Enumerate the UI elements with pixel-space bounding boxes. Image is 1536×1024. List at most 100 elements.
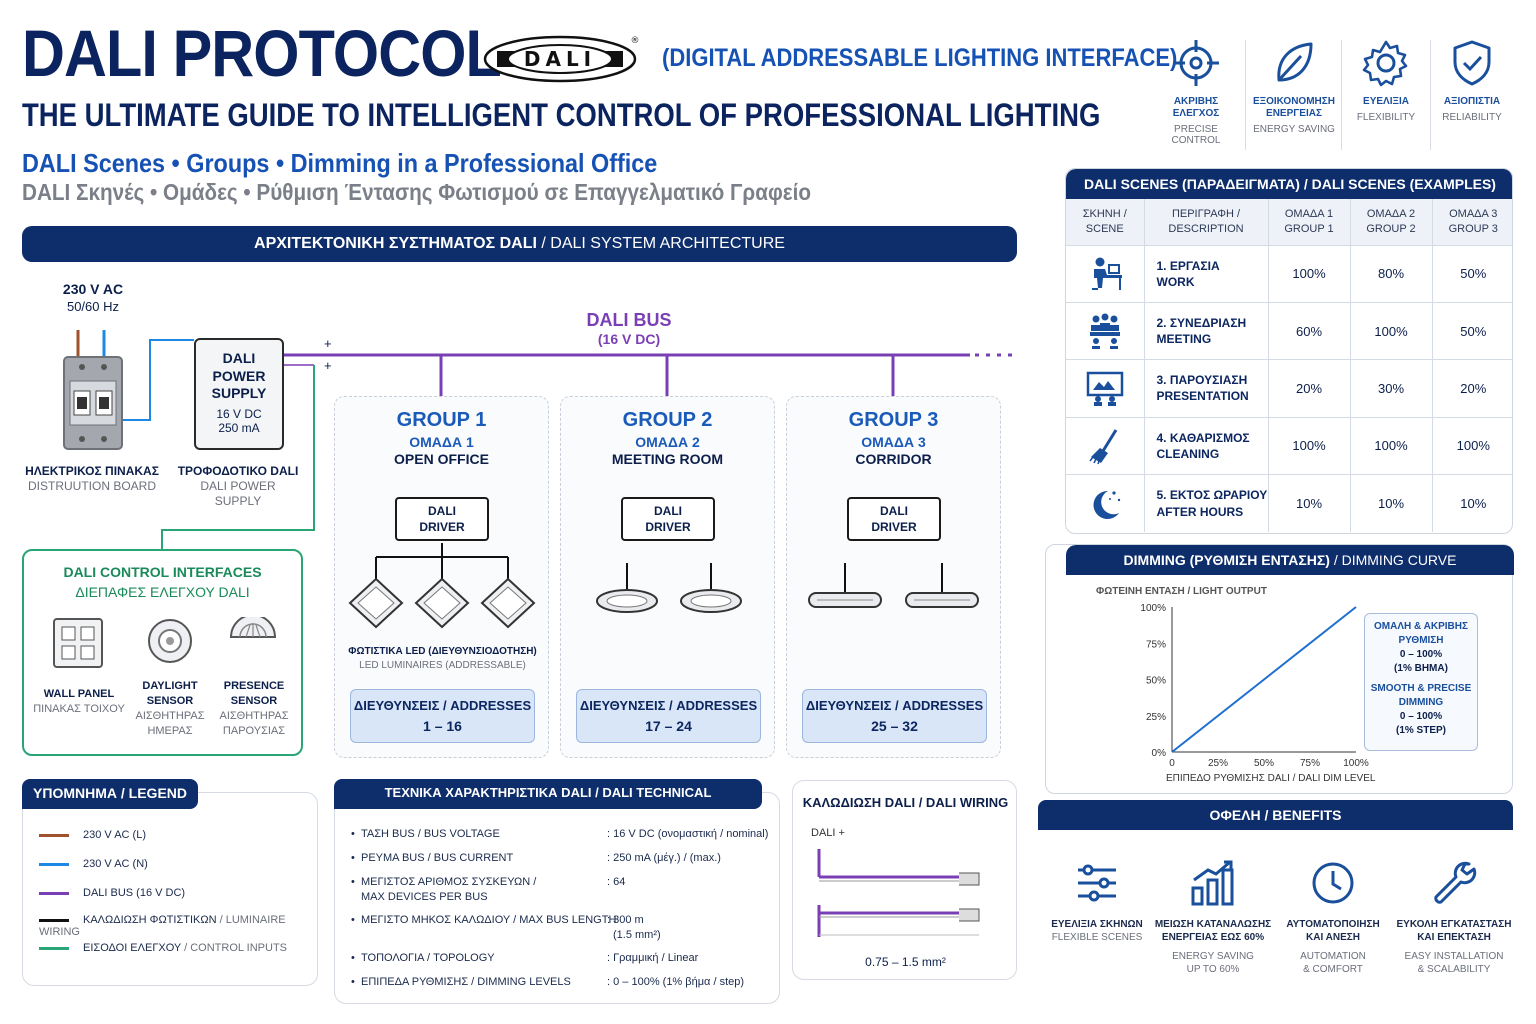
spec-label: ΡΕΥΜΑ BUS / BUS CURRENT <box>361 852 514 864</box>
legend-swatch-luminaire <box>39 918 69 922</box>
gear-icon <box>1362 40 1408 87</box>
legend-label-en: / CONTROL INPUTS <box>181 942 287 954</box>
spec-bus-voltage: •ΤΑΣΗ BUS / BUS VOLTAGE <box>351 828 500 840</box>
feature-divider <box>1341 40 1342 150</box>
daylight-sensor-label: DAYLIGHT SENSOR ΑΙΣΘΗΤΗΡΑΣ ΗΜΕΡΑΣ <box>128 679 212 738</box>
mains-frequency: 50/60 Hz <box>66 298 120 314</box>
scene-group-2-level: 100% <box>1350 417 1433 476</box>
leaf-icon <box>1277 42 1313 82</box>
logo-text: DALI <box>524 47 596 71</box>
presentation-icon <box>1086 372 1123 407</box>
registered-mark: ® <box>631 36 640 46</box>
downlight-luminaires <box>596 563 742 613</box>
wiring-cable-diagram <box>817 849 980 937</box>
bar-chart-icon <box>1191 860 1234 906</box>
scene-group-3-level: 50% <box>1432 302 1512 361</box>
dimming-panel: DIMMING (ΡΥΘΜΙΣΗ ΕΝΤΑΣΗΣ) / DIMMING CURV… <box>1045 544 1514 794</box>
bus-second-terminal: + <box>324 358 332 373</box>
dimming-note-en-1: SMOOTH & PRECISE <box>1370 683 1472 694</box>
scenes-header-row: ΣΚΗΝΗ /SCENE ΠΕΡΙΓΡΑΦΗ /DESCRIPTION ΟΜΑΔ… <box>1066 199 1512 246</box>
driver-label-1: DALI <box>654 504 682 518</box>
group-greek-name: ΟΜΑΔΑ 2 <box>635 434 700 450</box>
page-title: DALI PROTOCOL <box>22 16 502 90</box>
dimming-ylabel: ΦΩΤΕΙΝΗ ΕΝΤΑΣΗ / LIGHT OUTPUT <box>1096 586 1267 597</box>
control-interfaces-panel: DALI CONTROL INTERFACES ΔΙΕΠΑΦΕΣ ΕΛΕΓΧΟΥ… <box>22 549 303 756</box>
wall-panel-en: WALL PANEL <box>43 688 115 700</box>
panel-luminaire <box>480 577 536 629</box>
group-1-box: GROUP 1 ΟΜΑΔΑ 1 OPEN OFFICE DALI DRIVER … <box>334 396 549 758</box>
spec-value-2: (1.5 mm²) <box>613 929 661 942</box>
dali-logo: DALI ® <box>483 35 640 83</box>
dimming-header-en: / DIMMING CURVE <box>1329 552 1457 568</box>
scene-group-2-level: 80% <box>1350 245 1433 303</box>
legend-item-neutral: 230 V AC (N) <box>39 858 148 870</box>
spec-max-devices: •ΜΕΓΙΣΤΟΣ ΑΡΙΘΜΟΣ ΣΥΣΚΕΥΩΝ /MAX DEVICES … <box>351 876 537 904</box>
scenes-table: ΣΚΗΝΗ /SCENE ΠΕΡΙΓΡΑΦΗ /DESCRIPTION ΟΜΑΔ… <box>1066 199 1512 532</box>
psu-line-1: DALI <box>222 350 256 366</box>
legend-swatch-control <box>39 946 69 950</box>
scene-group-1-level: 20% <box>1268 359 1351 418</box>
wiring-gauge: 0.75 – 1.5 mm² <box>865 955 946 969</box>
distribution-board-label: ΗΛΕΚΤΡΙΚΟΣ ΠΙΝΑΚΑΣ DISTRUUTION BOARD <box>22 464 162 494</box>
scene-icon-cell <box>1066 302 1145 361</box>
spec-label: ΤΟΠΟΛΟΓΙΑ / TOPOLOGY <box>361 952 495 964</box>
luminaires-caption: ΦΩΤΙΣΤΙΚΑ LED (ΔΙΕΥΘΥΝΣΙΟΔΟΤΗΣΗ) LED LUM… <box>335 645 550 673</box>
feature-divider <box>1245 40 1246 150</box>
dimming-xlabel-gr: ΕΠΙΠΕΔΟ ΡΥΘΜΙΣΗΣ DALI <box>1166 773 1290 784</box>
feature-label-en: RELIABILITY <box>1442 112 1502 123</box>
dali-driver: DALI DRIVER <box>395 497 489 541</box>
spec-bus-current: •ΡΕΥΜΑ BUS / BUS CURRENT <box>351 852 514 864</box>
group-addresses: ΔΙΕΥΘΥΝΣΕΙΣ / ADDRESSES 1 – 16 <box>350 689 535 743</box>
driver-label-1: DALI <box>880 504 908 518</box>
spec-value: : 300 m (1.5 mm²) <box>607 913 661 944</box>
spec-label: ΤΑΣΗ BUS / BUS VOLTAGE <box>361 828 500 840</box>
sliders-icon <box>1078 864 1116 902</box>
wiring-panel: ΚΑΛΩΔΙΩΣΗ DALI / DALI WIRING DALI + 0.75… <box>792 780 1017 980</box>
dimming-note-gr-1: ΟΜΑΛΗ & ΑΚΡΙΒΗΣ <box>1374 621 1468 632</box>
benefits-panel: ΟΦΕΛΗ / BENEFITS ΕΥΕΛΙΞΙΑ ΣΚΗΝΩΝ FLEXIBL… <box>1038 800 1513 1010</box>
group-2-box: GROUP 2 ΟΜΑΔΑ 2 MEETING ROOM DALI DRIVER… <box>560 396 775 758</box>
scene-icon-cell <box>1066 359 1145 418</box>
distribution-board-icon <box>63 356 123 450</box>
dimming-note-gr-2: ΡΥΘΜΙΣΗ <box>1398 635 1444 646</box>
x-tick-label: 0 <box>1169 758 1175 769</box>
benefit-label-en: AUTOMATION& COMFORT <box>1300 951 1366 975</box>
driver-label-2: DRIVER <box>871 519 917 534</box>
tagline-english: DALI Scenes • Groups • Dimming in a Prof… <box>22 148 658 178</box>
feature-precise-control: ΑΚΡΙΒΗΣ ΕΛΕΓΧΟΣ PRECISE CONTROL <box>1150 38 1242 146</box>
architecture-header-en: / DALI SYSTEM ARCHITECTURE <box>536 235 785 252</box>
legend-label: DALI BUS (16 V DC) <box>83 887 186 899</box>
linear-luminaire <box>808 592 882 608</box>
luminaires-caption-gr: ΦΩΤΙΣΤΙΚΑ LED (ΔΙΕΥΘΥΝΣΙΟΔΟΤΗΣΗ) <box>348 646 537 657</box>
scenes-panel: DALI SCENES (ΠΑΡΑΔΕΙΓΜΑΤΑ) / DALI SCENES… <box>1065 168 1513 534</box>
worker-desk-icon <box>1091 257 1122 290</box>
dimming-header-gr: DIMMING (ΡΥΘΜΙΣΗ ΕΝΤΑΣΗΣ) <box>1123 552 1330 568</box>
feature-label-en: FLEXIBILITY <box>1356 112 1416 123</box>
clock-icon <box>1312 862 1354 904</box>
power-supply-gr: ΤΡΟΦΟΔΟΤΙΚΟ DALI <box>177 464 299 478</box>
power-supply-en: DALI POWER SUPPLY <box>200 479 276 508</box>
legend-swatch-dali-bus <box>39 891 69 895</box>
spec-label-2: MAX DEVICES PER BUS <box>361 891 488 904</box>
feature-reliability: ΑΞΙΟΠΙΣΤΙΑ RELIABILITY <box>1426 38 1518 123</box>
group-title: GROUP 2 <box>622 409 713 431</box>
architecture-header-gr: ΑΡΧΙΤΕΚΤΟΝΙΚΗ ΣΥΣΤΗΜΑΤΟΣ DALI <box>254 235 537 252</box>
spec-value-1: : 300 m <box>607 914 644 926</box>
group-greek-name: ΟΜΑΔΑ 3 <box>861 434 926 450</box>
group-room: CORRIDOR <box>855 451 932 467</box>
driver-label-2: DRIVER <box>419 519 465 534</box>
presence-sensor-gr-1: ΑΙΣΘΗΤΗΡΑΣ <box>219 709 289 722</box>
dimming-curve-line <box>1171 606 1357 753</box>
scene-group-2-level: 10% <box>1350 474 1433 532</box>
scene-icon-cell <box>1066 417 1145 476</box>
psu-voltage: 16 V DC <box>216 406 262 421</box>
y-tick-label: 0% <box>1152 748 1167 759</box>
spec-dimming-levels: •ΕΠΙΠΕΔΑ ΡΥΘΜΙΣΗΣ / DIMMING LEVELS <box>351 976 571 988</box>
driver-label-2: DRIVER <box>645 519 691 534</box>
daylight-sensor-en-2: SENSOR <box>146 694 194 707</box>
